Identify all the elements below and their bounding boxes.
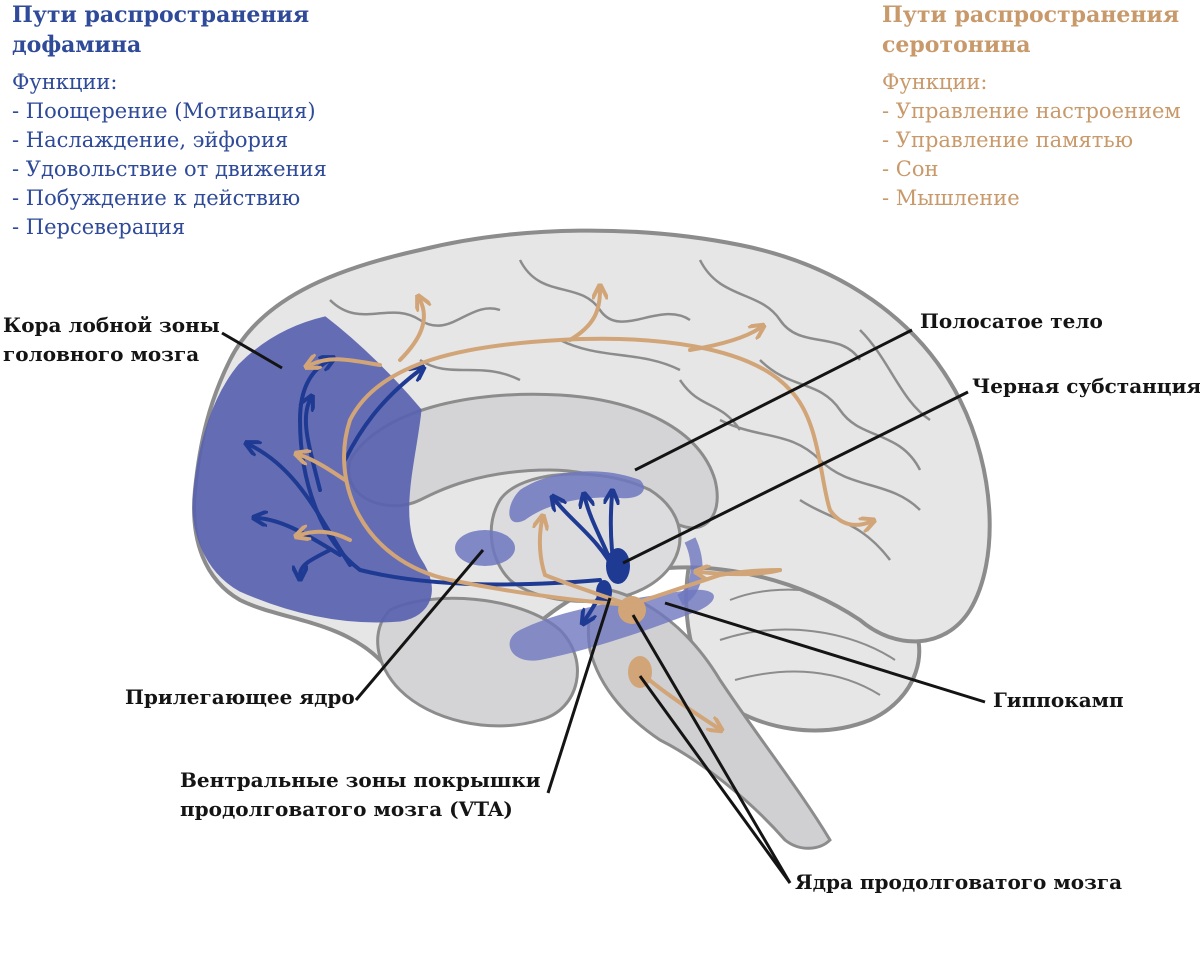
raphe-nucleus-lower <box>628 656 652 688</box>
serotonin-title: Пути распространения серотонина <box>882 2 1180 58</box>
dopamine-functions-label: Функции: <box>12 70 118 94</box>
label-raphe-nuclei: Ядра продолговатого мозга <box>795 870 1123 894</box>
label-striatum: Полосатое тело <box>920 309 1103 333</box>
list-item: - Персеверация <box>12 215 186 239</box>
label-vta: Вентральные зоны покрышки продолговатого… <box>180 768 541 821</box>
striatum-region <box>509 471 644 523</box>
list-item: - Наслаждение, эйфория <box>12 128 289 152</box>
label-frontal-cortex: Кора лобной зоны головного мозга <box>3 313 220 366</box>
list-item: - Удовольствие от движения <box>12 157 327 181</box>
list-item: - Управление настроением <box>882 99 1181 123</box>
dopamine-title: Пути распространения дофамина <box>12 2 310 58</box>
serotonin-legend: Пути распространения серотонина Функции:… <box>882 0 1181 213</box>
label-hippocampus: Гиппокамп <box>993 688 1124 712</box>
corpus-callosum-shape <box>347 392 719 530</box>
label-substantia-nigra: Черная субстанция <box>972 374 1200 398</box>
list-item: - Поощерение (Мотивация) <box>12 99 316 123</box>
raphe-nucleus-upper <box>618 596 646 624</box>
dopamine-functions-list: - Поощерение (Мотивация) - Наслаждение, … <box>12 97 327 242</box>
list-item: - Сон <box>882 157 939 181</box>
label-nucleus-accumbens: Прилегающее ядро <box>125 685 355 709</box>
serotonin-functions-label: Функции: <box>882 70 988 94</box>
dopamine-legend: Пути распространения дофамина Функции: -… <box>12 0 327 242</box>
hippocampus-region <box>509 589 714 661</box>
nucleus-accumbens-region <box>455 530 515 566</box>
substantia-nigra-dot <box>606 548 630 584</box>
list-item: - Побуждение к действию <box>12 186 301 210</box>
serotonin-functions-list: - Управление настроением - Управление па… <box>882 97 1181 213</box>
list-item: - Мышление <box>882 186 1020 210</box>
list-item: - Управление памятью <box>882 128 1134 152</box>
leader-lines <box>221 328 986 884</box>
